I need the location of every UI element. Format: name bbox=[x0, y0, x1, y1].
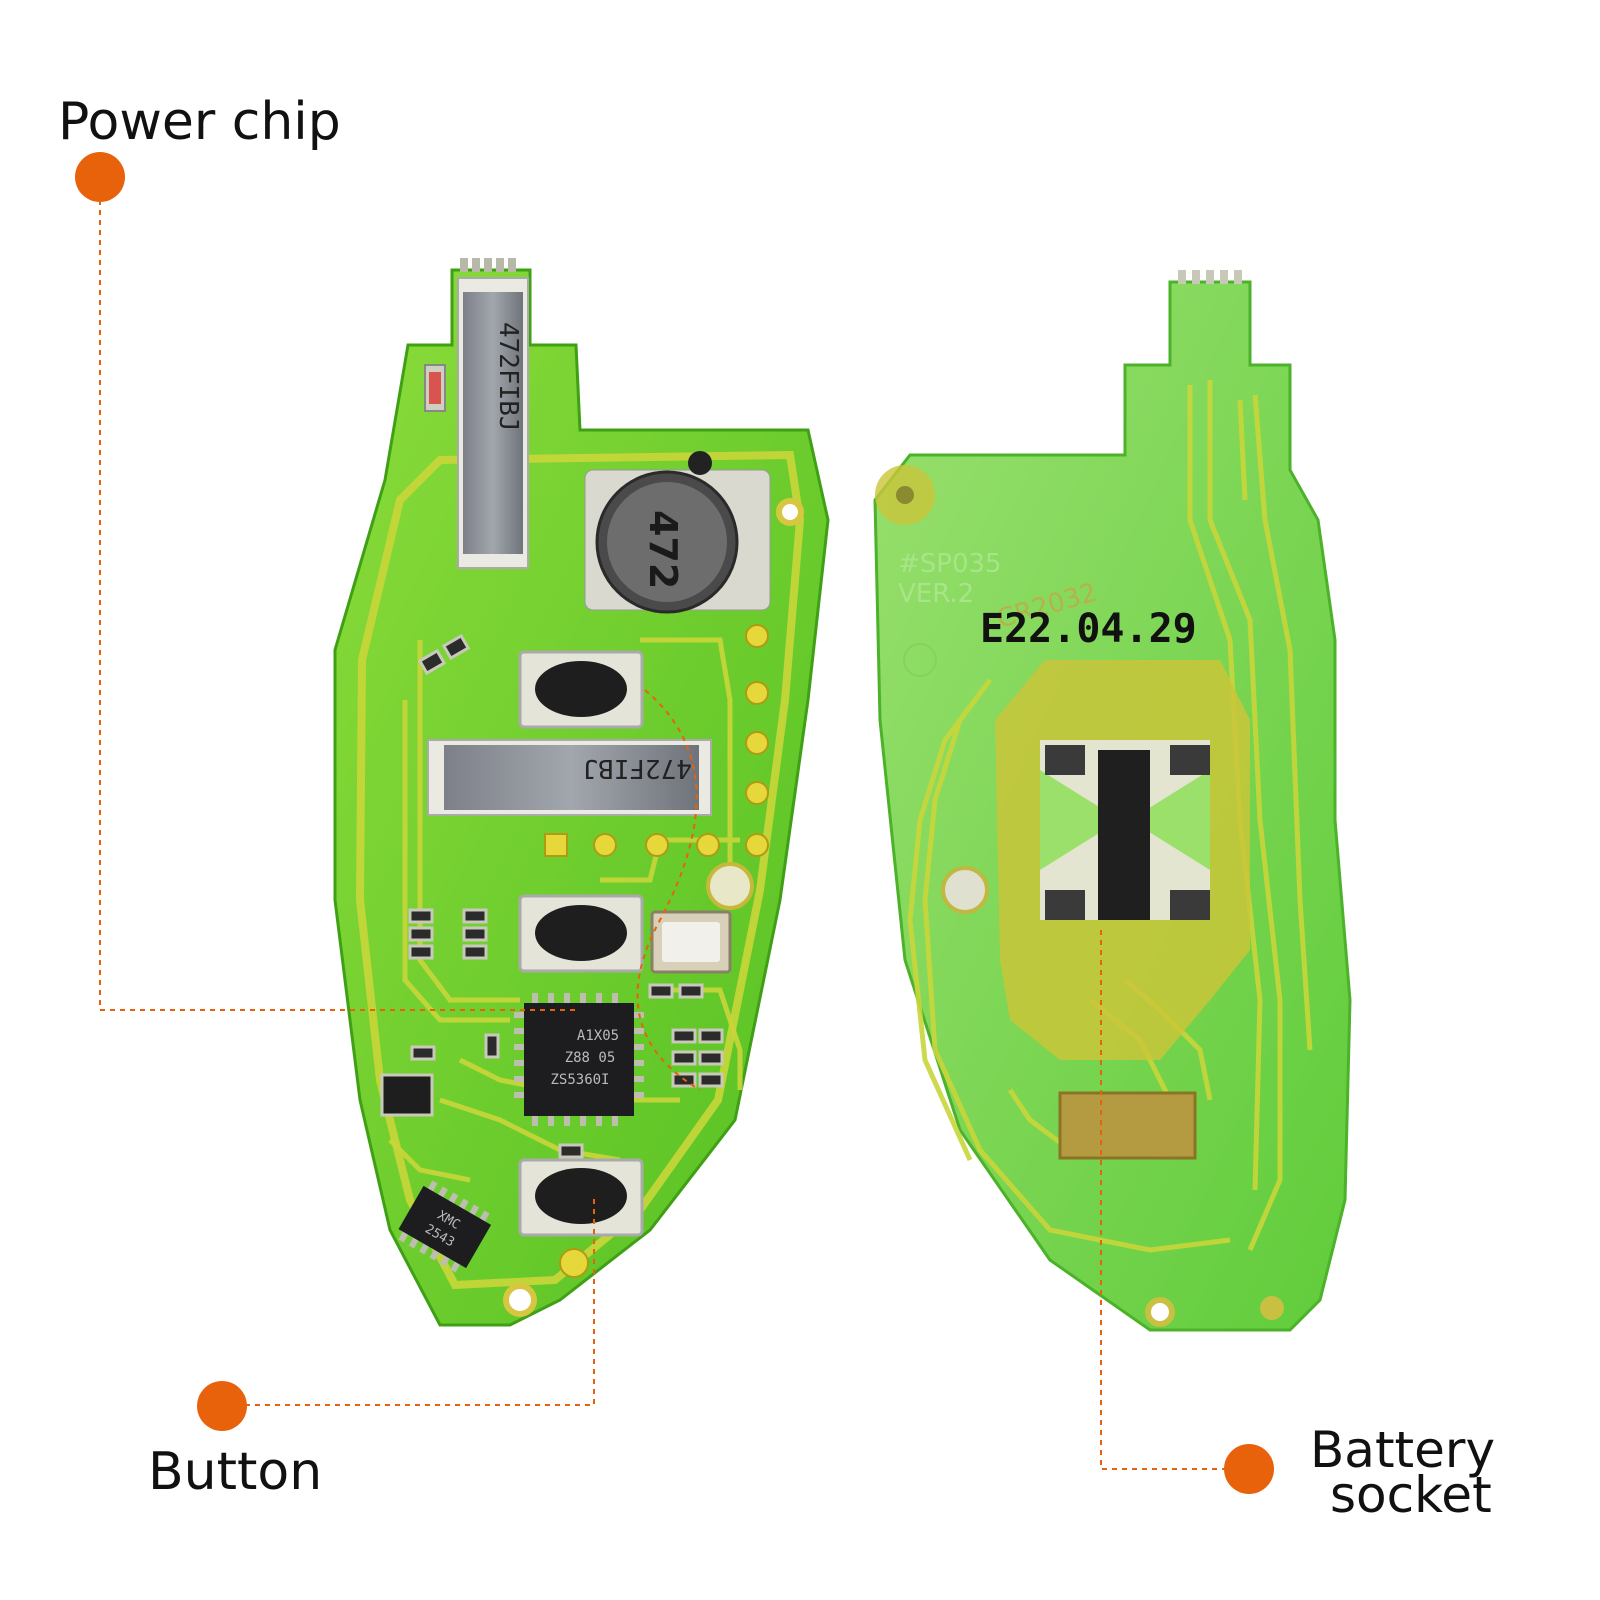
label-power-chip: Power chip bbox=[58, 92, 341, 152]
board-version: VER.2 bbox=[898, 579, 974, 609]
back-board: #SP035 VER.2 CR2032 E22.04.29 bbox=[873, 270, 1352, 1332]
inductor-marking: 472 bbox=[641, 510, 685, 589]
button-switch-2 bbox=[518, 894, 644, 973]
resistor-top-marking: 472FIBJ bbox=[493, 322, 523, 432]
main-chip: A1X05 Z88 05 ZS5360I bbox=[514, 993, 644, 1126]
button-switch-3 bbox=[518, 1158, 644, 1237]
board-model: #SP035 bbox=[898, 549, 1002, 579]
chip-marking-2: Z88 05 bbox=[565, 1050, 616, 1066]
front-board: 472FIBJ 472 bbox=[333, 258, 830, 1327]
button-switch-1 bbox=[518, 650, 644, 729]
leader-lines bbox=[99, 200, 1224, 1470]
leader-line-power-chip bbox=[99, 200, 575, 1011]
label-battery-line1: Battery bbox=[1310, 1421, 1496, 1479]
callout-dot-button bbox=[197, 1381, 247, 1431]
label-battery-socket: Battery socket bbox=[1310, 1421, 1496, 1524]
battery-socket-clip bbox=[1040, 740, 1210, 920]
small-chip: XMC 2543 bbox=[398, 1180, 492, 1273]
label-button: Button bbox=[148, 1442, 323, 1502]
callout-dot-power-chip bbox=[75, 152, 125, 202]
date-stamp: E22.04.29 bbox=[980, 606, 1197, 652]
resistor-mid: 472FIBJ bbox=[427, 739, 712, 816]
callout-dot-battery-socket bbox=[1224, 1444, 1274, 1494]
resistor-mid-marking: 472FIBJ bbox=[582, 753, 692, 783]
inductor: 472 bbox=[584, 451, 771, 614]
leader-arc bbox=[636, 689, 701, 1091]
chip-marking-3: ZS5360I bbox=[550, 1072, 609, 1088]
leader-line-battery-socket bbox=[1100, 930, 1224, 1470]
label-battery-line2: socket bbox=[1330, 1466, 1492, 1524]
chip-marking-1: A1X05 bbox=[577, 1028, 619, 1044]
resistor-top: 472FIBJ bbox=[457, 277, 529, 569]
